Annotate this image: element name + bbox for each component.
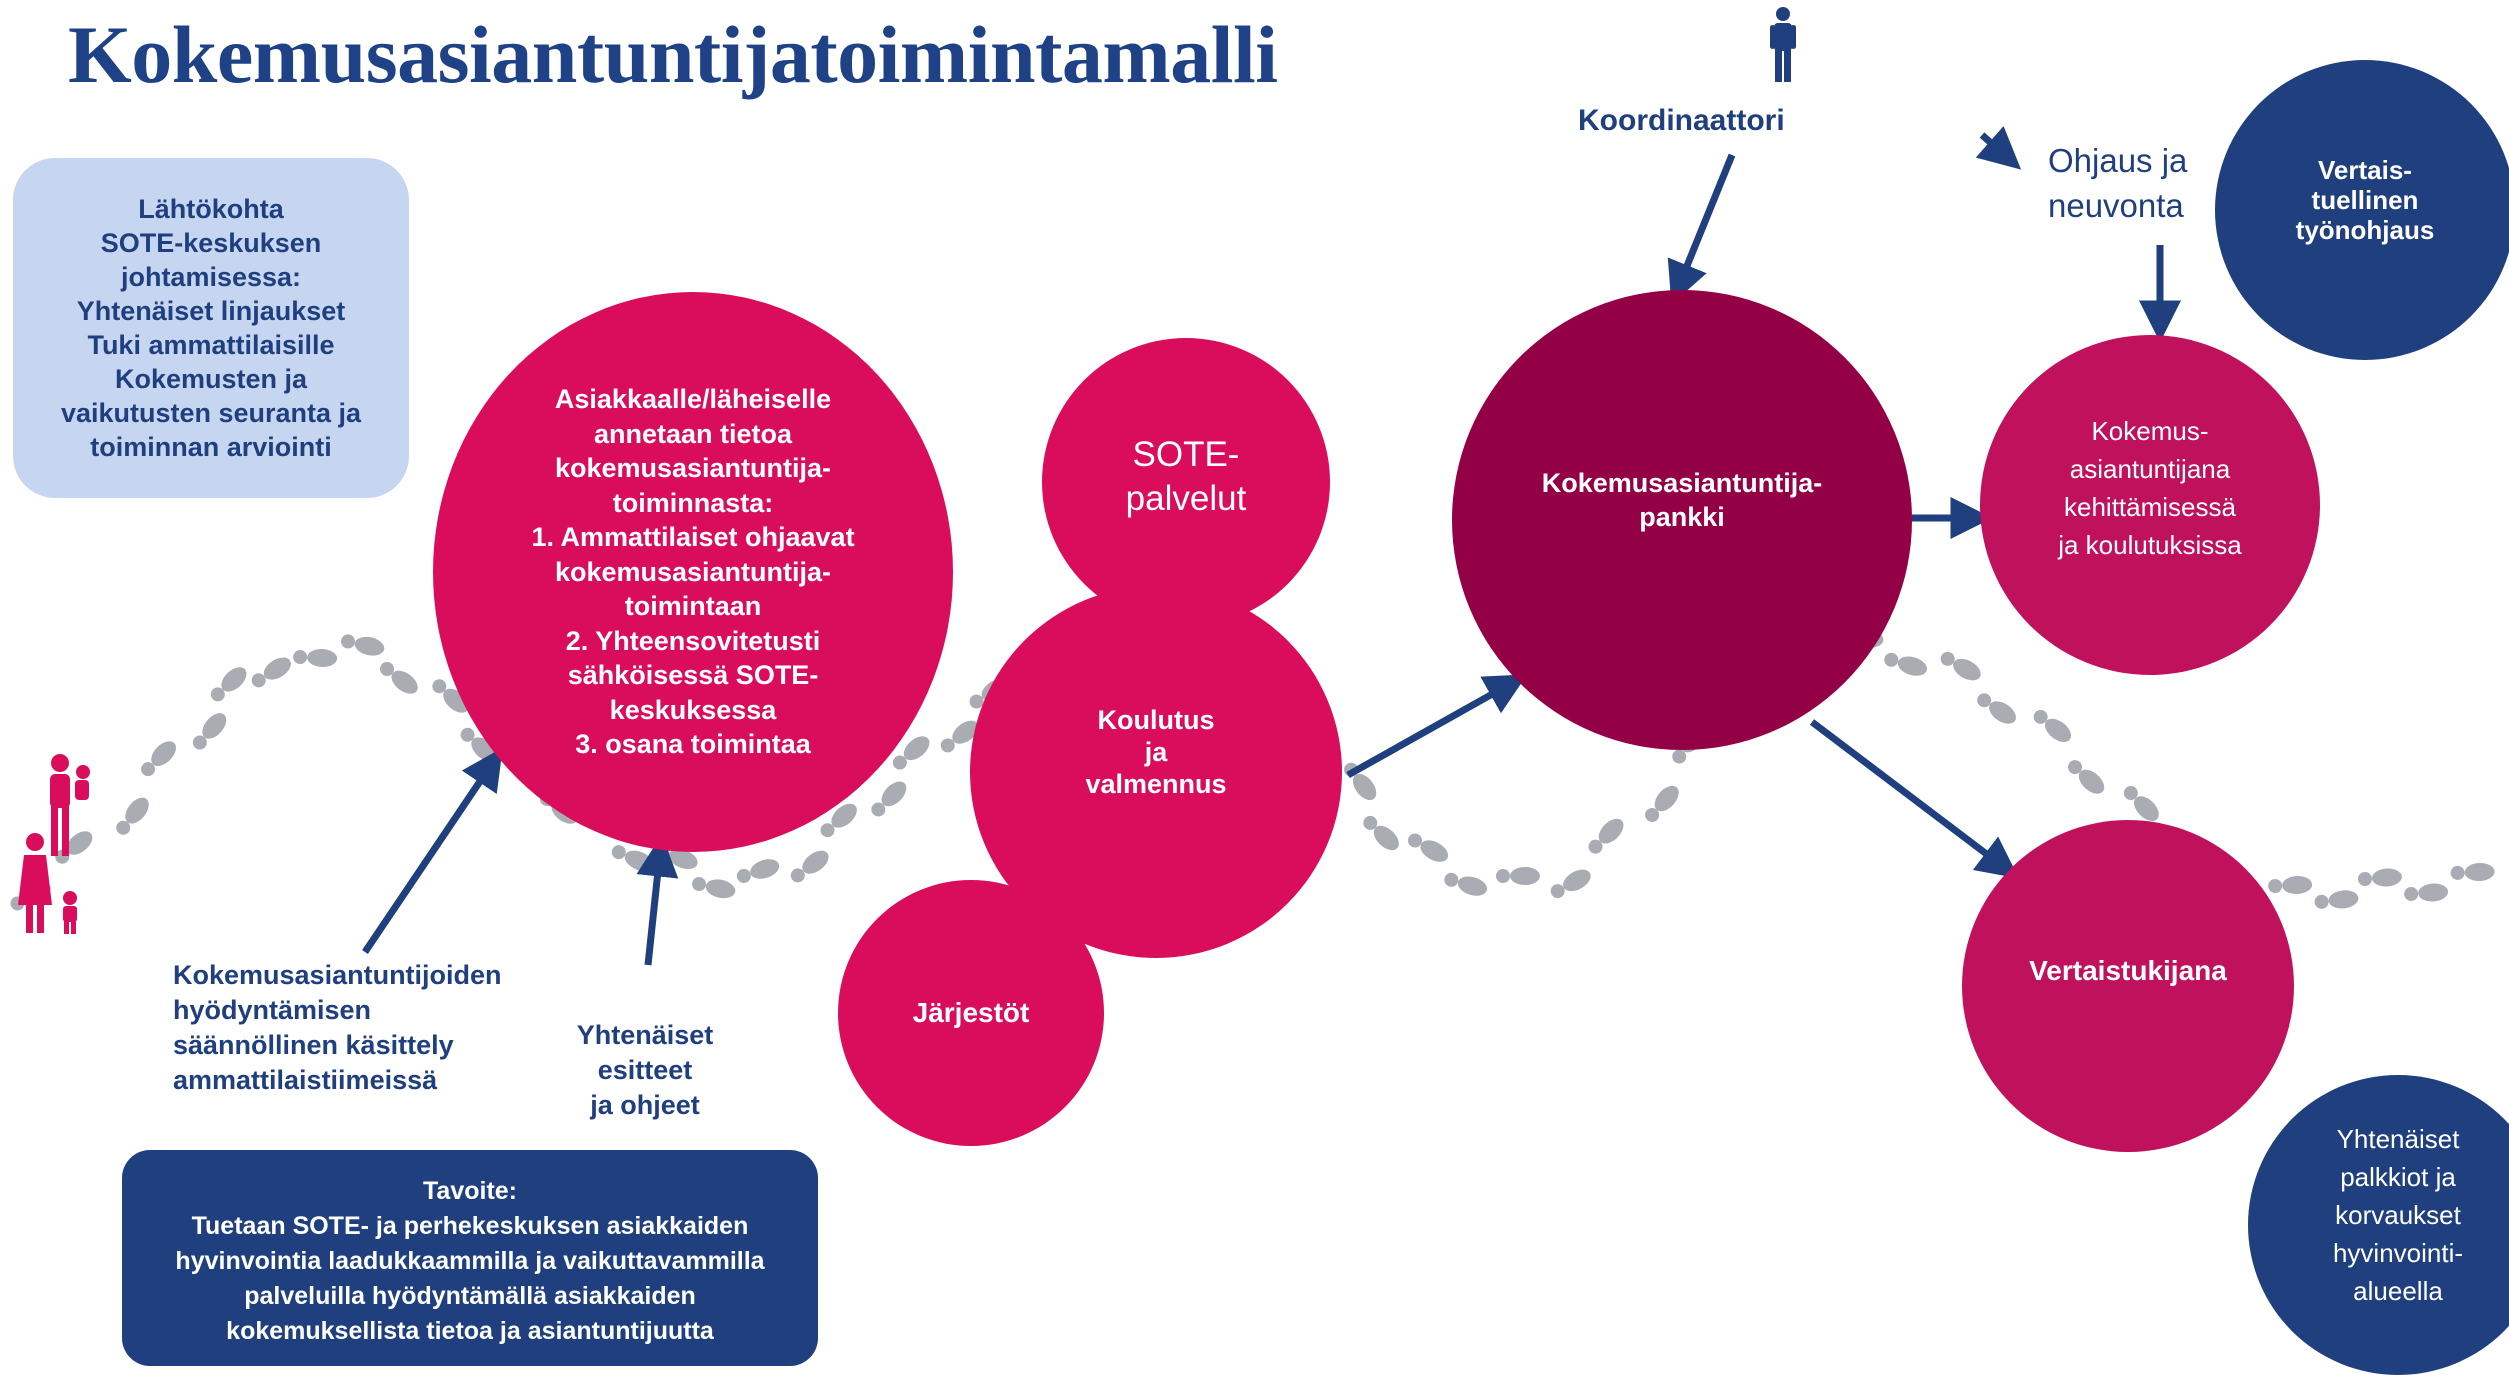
info-circle: Asiakkaalle/läheiselle annetaan tietoa k… [433, 292, 953, 852]
development-text: Kokemus- asiantuntijana kehittämisessä j… [2058, 415, 2242, 560]
meetings-label: Kokemusasiantuntijoiden hyödyntämisen sä… [173, 960, 502, 1095]
starting-point-text: Lähtökohta SOTE-keskuksen johtamisessa: … [60, 194, 362, 462]
family-icon [18, 754, 90, 934]
footprint-icon [2357, 867, 2403, 889]
goal-box: Tavoite: Tuetaan SOTE- ja perhekeskuksen… [122, 1150, 818, 1366]
footprint-icon [292, 647, 338, 668]
materials-label: Yhtenäiset esitteet ja ohjeet [576, 1020, 714, 1120]
peer-support-text: Vertaistukijana [2029, 955, 2227, 986]
footprint-icon [2450, 862, 2495, 883]
footprint-icon [1359, 811, 1404, 855]
peer-support-circle: Vertaistukijana [1962, 820, 2294, 1152]
guidance-label: Ohjaus ja neuvonta [2048, 142, 2188, 224]
rewards-circle: Yhtenäiset palkkiot ja korvaukset hyvinv… [2248, 1075, 2509, 1375]
arrow-guidance-small [1975, 126, 2022, 170]
sote-services-text: SOTE- palvelut [1125, 435, 1247, 518]
development-circle: Kokemus- asiantuntijana kehittämisessä j… [1980, 335, 2320, 675]
footprint-icon [1584, 814, 1629, 858]
footprint-icon [1640, 781, 1684, 827]
footprint-icon [734, 855, 782, 887]
rewards-text: Yhtenäiset palkkiot ja korvaukset hyvinv… [2332, 1124, 2464, 1306]
organizations-circle: Järjestöt [838, 880, 1104, 1146]
footprint-icon [247, 652, 295, 692]
footprint-icon [690, 873, 738, 901]
arrow-meetings-to-info [362, 747, 503, 954]
footprint-icon [1882, 649, 1930, 680]
arrow-materials-to-info [636, 834, 679, 966]
organizations-text: Järjestöt [912, 997, 1030, 1028]
starting-point-box: Lähtökohta SOTE-keskuksen johtamisessa: … [13, 158, 409, 498]
arrows [362, 126, 2181, 966]
footprint-icon [2029, 705, 2076, 747]
footprint-icon [339, 631, 387, 659]
footprint-icon [111, 793, 154, 839]
footprint-icon [2313, 888, 2360, 912]
expert-bank-text: Kokemusasiantuntija- pankki [1541, 468, 1823, 532]
footprint-icon [2403, 882, 2449, 904]
footprint-icon [206, 662, 252, 706]
footprint-icon [136, 736, 181, 781]
arrow-coordinator-to-bank [1667, 153, 1736, 305]
goal-text: Tavoite: Tuetaan SOTE- ja perhekeskuksen… [175, 1176, 765, 1345]
footprint-icon [2119, 781, 2164, 826]
footprint-icon [2063, 755, 2109, 799]
person-icon [1770, 7, 1796, 82]
info-circle-text: Asiakkaalle/läheiselle annetaan tietoa k… [531, 384, 855, 760]
training-text: Koulutus ja valmennus [1085, 705, 1227, 799]
footprint-icon [1973, 688, 2020, 729]
footprint-icon [188, 708, 231, 754]
footprint-icon [1404, 829, 1452, 867]
footprint-icon [1937, 647, 1985, 685]
sote-services-circle: SOTE- palvelut [1042, 338, 1330, 626]
peer-supervision-circle: Vertais- tuellinen työnohjaus [2215, 60, 2509, 360]
expert-bank-circle: Kokemusasiantuntija- pankki [1452, 290, 1912, 750]
footprint-icon [2267, 875, 2313, 896]
footprint-icon [867, 776, 911, 821]
footprint-icon [1547, 865, 1595, 903]
footprint-icon [1442, 869, 1490, 900]
peer-supervision-text: Vertais- tuellinen työnohjaus [2295, 155, 2435, 245]
footprint-icon [1496, 867, 1540, 885]
coordinator-label: Koordinaattori [1578, 104, 1785, 137]
arrow-bank-to-peer-support [1809, 719, 2019, 879]
footprint-icon [786, 845, 833, 887]
page-title: Kokemusasiantuntijatoimintamalli [68, 9, 1278, 100]
footprint-icon [376, 657, 422, 699]
arrow-training-to-bank [1346, 674, 1528, 779]
